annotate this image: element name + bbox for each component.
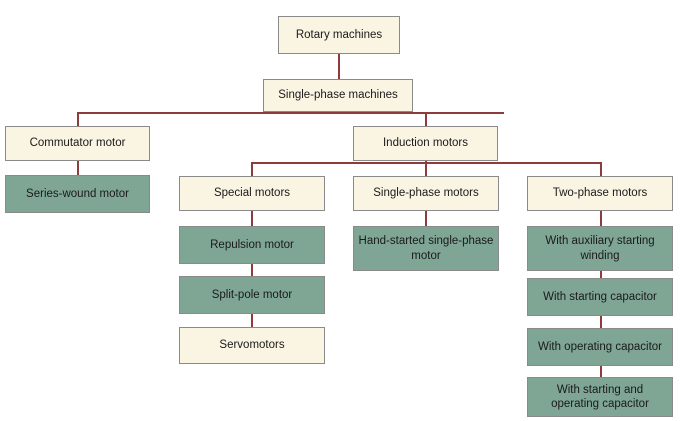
connector-splitpole-to-servomotors [251,314,253,327]
node-single-phase-machines[interactable]: Single-phase machines [263,79,413,112]
connector-singlephase-to-handstarted [425,211,427,226]
node-commutator-motor[interactable]: Commutator motor [5,126,150,161]
node-induction-motors[interactable]: Induction motors [353,126,498,161]
connector-down-two-phase [600,162,602,176]
node-split-pole-motor[interactable]: Split-pole motor [179,276,325,314]
connector-down-commutator [77,112,79,126]
node-rotary-machines[interactable]: Rotary machines [278,16,400,54]
node-two-phase-motors[interactable]: Two-phase motors [527,176,673,211]
connector-down-single-phase-motors [425,162,427,176]
connector-repulsion-to-splitpole [251,264,253,276]
connector-aux-to-startcap [600,271,602,278]
connector-commutator-to-series [77,161,79,175]
node-series-wound-motor[interactable]: Series-wound motor [5,175,150,213]
node-with-starting-and-operating-capacitor[interactable]: With starting and operating capacitor [527,377,673,417]
connector-opcap-to-startopcap [600,366,602,377]
connector-startcap-to-opcap [600,316,602,328]
connector-down-special [251,162,253,176]
node-with-operating-capacitor[interactable]: With operating capacitor [527,328,673,366]
connector-single-phase-stub [338,112,340,114]
node-hand-started-single-phase-motor[interactable]: Hand-started single-phase motor [353,226,499,271]
node-servomotors[interactable]: Servomotors [179,327,325,364]
node-repulsion-motor[interactable]: Repulsion motor [179,226,325,264]
node-single-phase-motors[interactable]: Single-phase motors [353,176,499,211]
connector-down-induction [425,112,427,126]
node-special-motors[interactable]: Special motors [179,176,325,211]
node-with-auxiliary-starting-winding[interactable]: With auxiliary starting winding [527,226,673,271]
connector-twophase-to-aux [600,211,602,226]
node-with-starting-capacitor[interactable]: With starting capacitor [527,278,673,316]
connector-special-to-repulsion [251,211,253,226]
connector-bus-level2 [77,112,504,114]
connector-rotary-to-single-phase [338,54,340,79]
